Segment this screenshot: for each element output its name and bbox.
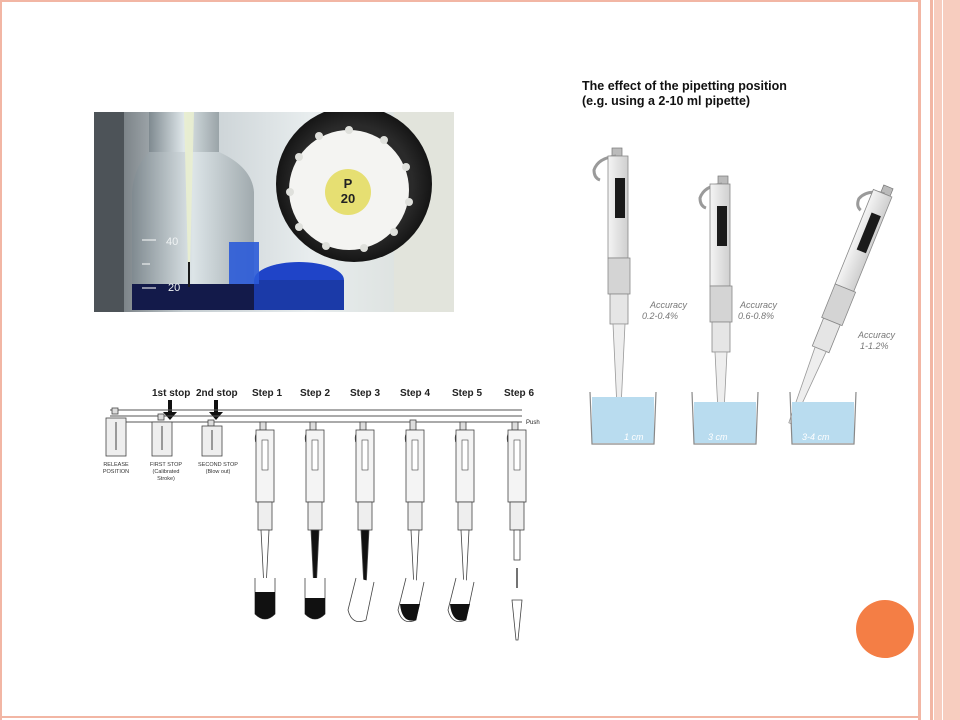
pipette-tip: [184, 112, 194, 267]
effect-title-line1: The effect of the pipetting position: [582, 79, 787, 93]
effect-title-line2: (e.g. using a 2-10 ml pipette): [582, 94, 751, 108]
bottle-neck: [149, 112, 219, 152]
beaker-3: [789, 391, 857, 445]
depth-1: 1 cm: [624, 432, 644, 442]
second-stop-label-2: (Blow out): [206, 469, 231, 475]
pipette-vertical-1cm: [592, 147, 631, 409]
pipette-release-position: [105, 407, 127, 457]
push-label: Push: [526, 420, 540, 426]
second-stop-label-1: SECOND STOP: [198, 462, 238, 468]
header-step-3: Step 3: [350, 388, 380, 399]
bottle-body: [132, 152, 254, 310]
beaker-2: [691, 391, 759, 445]
pipette-step-2: [304, 421, 326, 620]
pipette-step-3: [347, 421, 375, 623]
bottle-scale-40: 40: [166, 236, 178, 248]
pipette-first-stop: [151, 413, 173, 457]
release-position-label-1: RELEASE: [103, 462, 129, 468]
first-stop-label-2: (Calibrated: [153, 469, 180, 475]
pipette-vertical-3cm: [698, 175, 733, 433]
accuracy-label-1: Accuracy: [649, 300, 688, 310]
header-step-1: Step 1: [252, 388, 282, 399]
decorative-side-bars: [918, 0, 960, 720]
pipette-angled-3-4cm: [788, 184, 894, 425]
pipetting-steps-diagram: 1st stop 2nd stop Step 1 Step 2 Step 3 S…: [103, 388, 540, 641]
header-2nd-stop: 2nd stop: [196, 388, 238, 399]
first-stop-label-3: Stroke): [157, 476, 175, 482]
accuracy-value-3: 1-1.2%: [860, 341, 889, 351]
cap-label: [325, 169, 371, 215]
pipette-step-6: [506, 421, 527, 641]
beaker-1: [589, 391, 657, 445]
slide-frame-bottom: [0, 716, 921, 718]
header-step-6: Step 6: [504, 388, 534, 399]
ejected-tip: [511, 599, 523, 641]
pipette-step-4: [397, 419, 425, 623]
first-stop-label-1: FIRST STOP: [150, 462, 183, 468]
bottle-scale-20: 20: [168, 282, 180, 294]
accuracy-value-2: 0.6-0.8%: [738, 311, 774, 321]
accuracy-label-2: Accuracy: [739, 300, 778, 310]
accuracy-label-3: Accuracy: [857, 330, 896, 340]
pipette-second-stop: [201, 419, 223, 457]
cap-label-20: 20: [341, 191, 355, 206]
pipette-step-5: [447, 421, 475, 623]
depth-2: 3 cm: [708, 432, 728, 442]
release-position-label-2: POSITION: [103, 469, 129, 475]
header-step-4: Step 4: [400, 388, 430, 399]
depth-3: 3-4 cm: [802, 432, 830, 442]
pipetting-position-diagram: Accuracy 0.2-0.4% 1 cm Accuracy 0.6-0.8%…: [589, 147, 896, 445]
header-step-2: Step 2: [300, 388, 330, 399]
pipette-and-bottle-photo: 40 20 P 20: [94, 112, 454, 312]
accuracy-value-1: 0.2-0.4%: [642, 311, 678, 321]
slide-frame-top: [0, 0, 921, 2]
effect-diagram-title: The effect of the pipetting position (e.…: [582, 79, 882, 109]
header-1st-stop: 1st stop: [152, 388, 190, 399]
accent-circle: [856, 600, 914, 658]
header-step-5: Step 5: [452, 388, 482, 399]
cap-label-p: P: [344, 176, 353, 191]
slide-frame-left: [0, 0, 2, 720]
pipette-step-1: [254, 421, 276, 620]
